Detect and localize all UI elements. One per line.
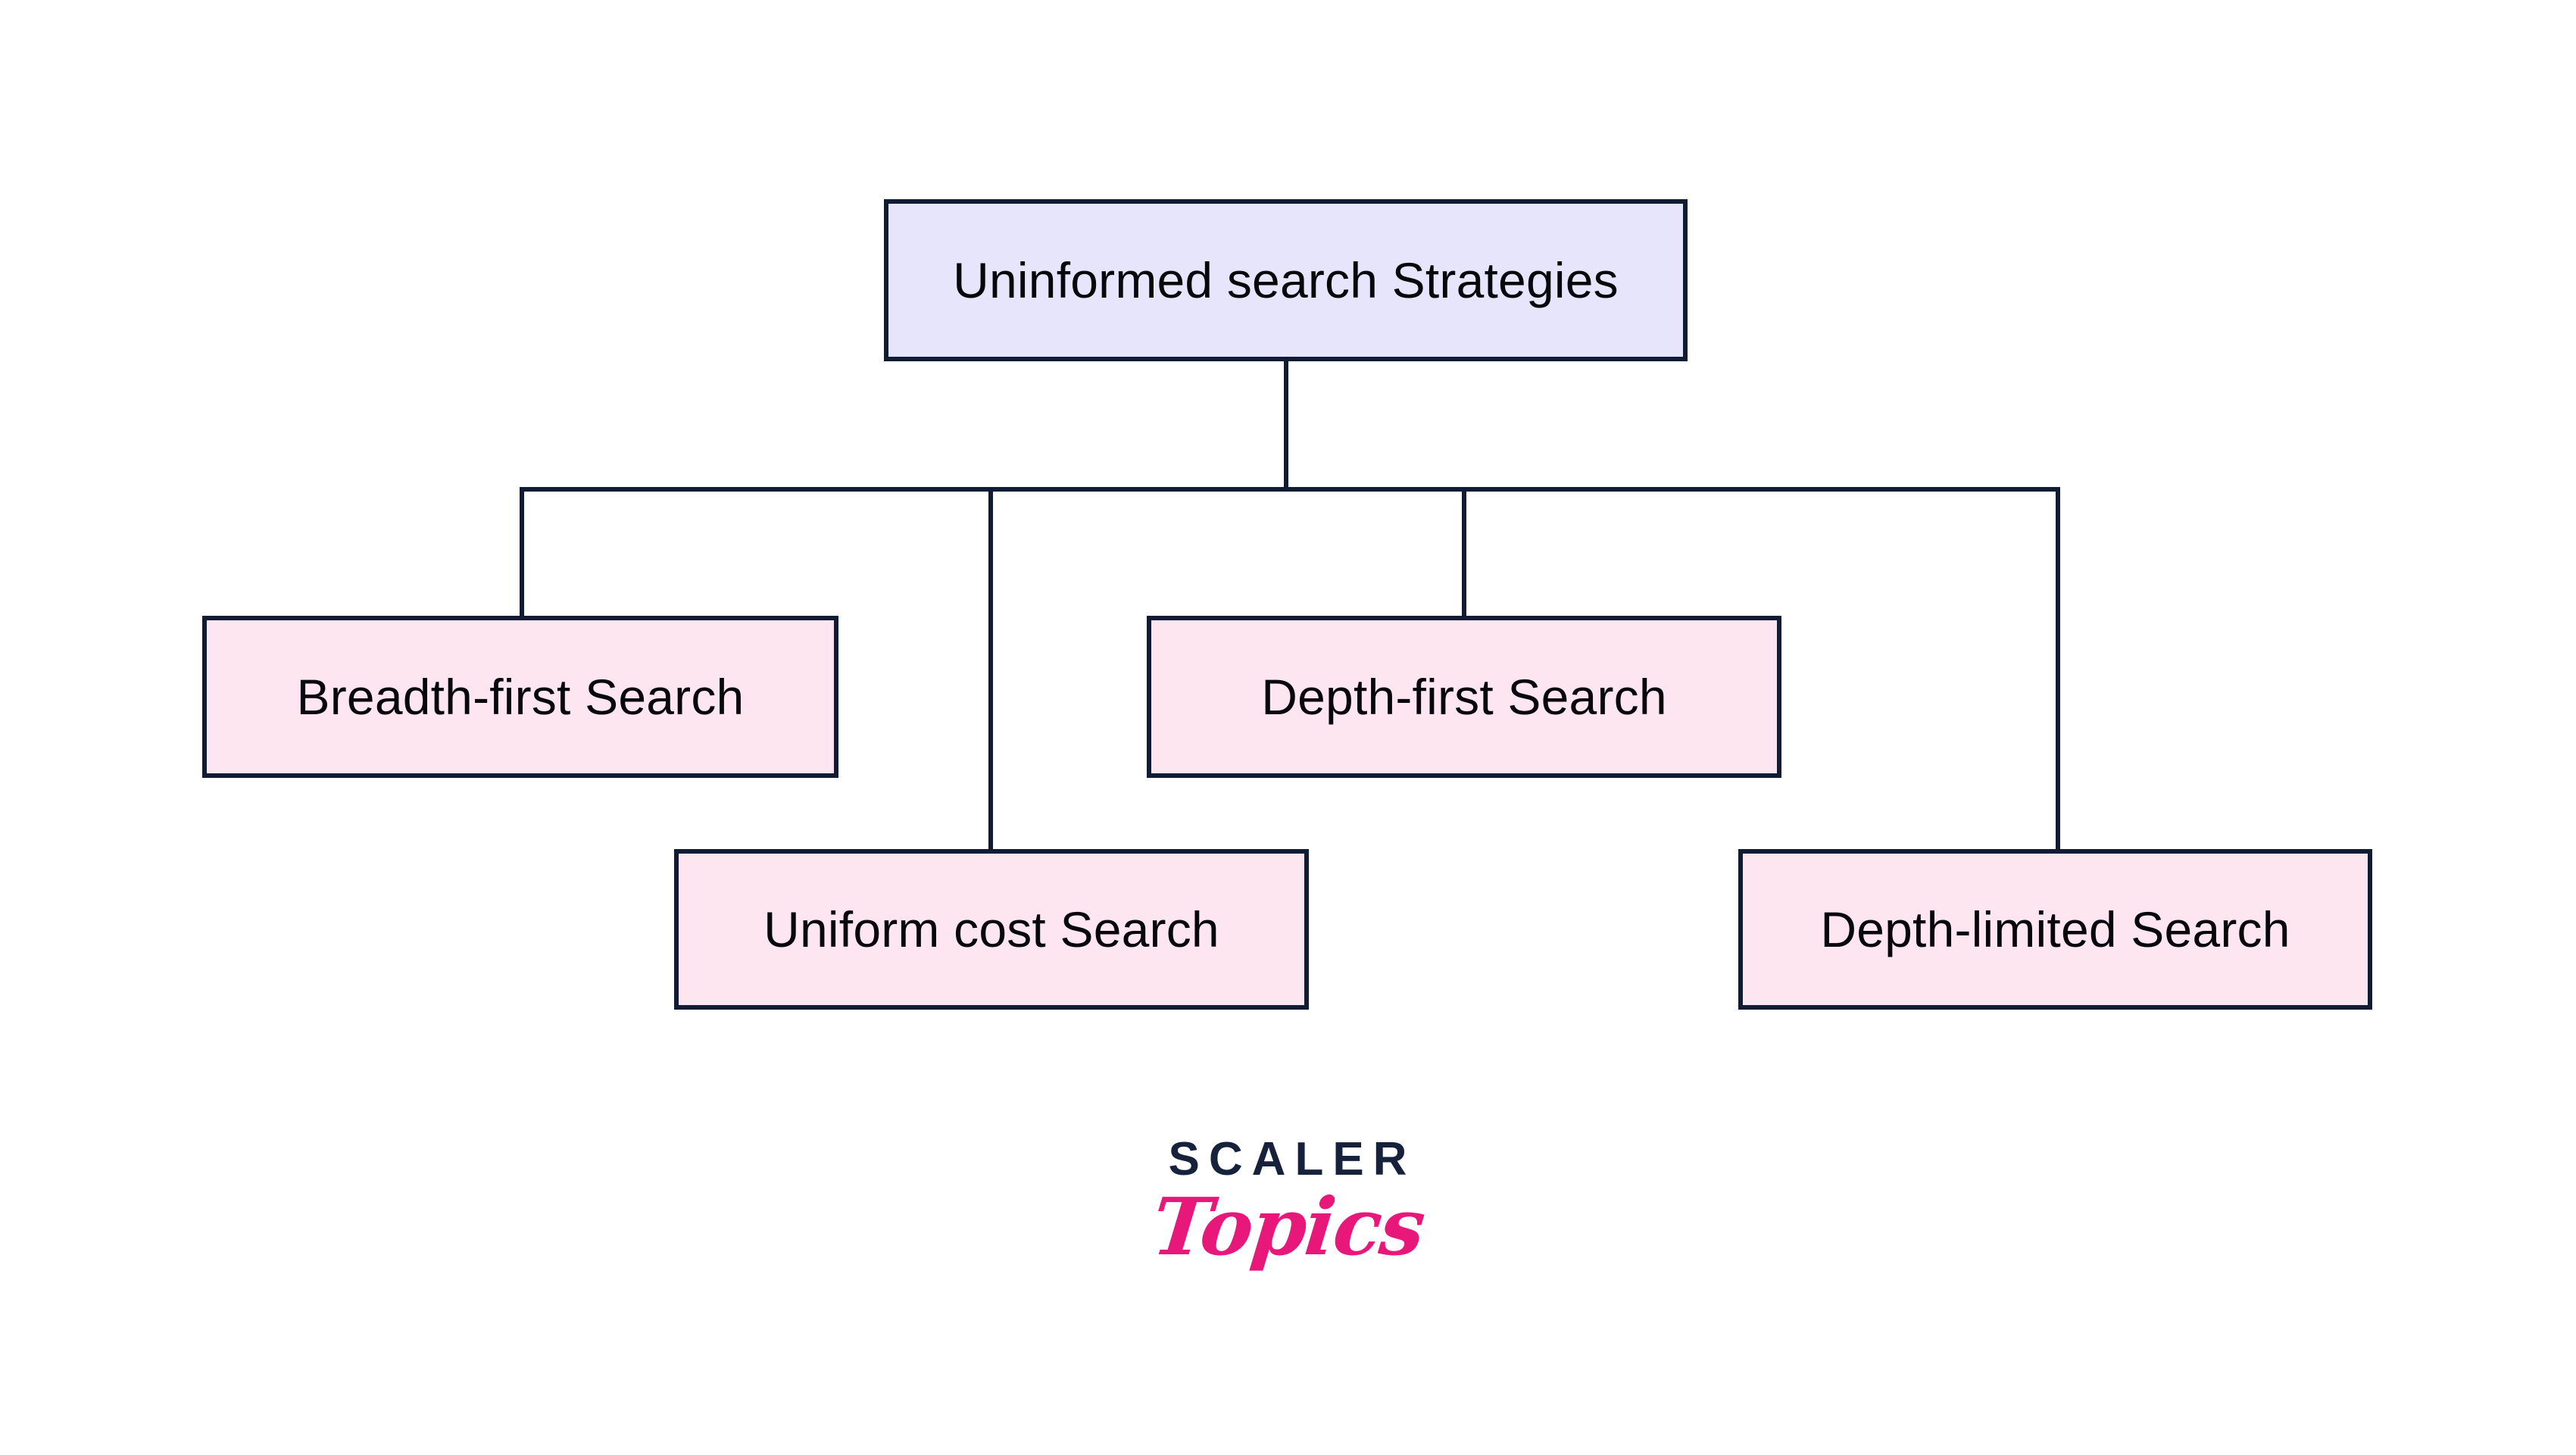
node-label: Depth-first Search bbox=[1261, 668, 1667, 725]
node-root-uninformed-search-strategies: Uninformed search Strategies bbox=[884, 199, 1688, 361]
scaler-topics-logo: SCALER Topics bbox=[1121, 1133, 1454, 1274]
connector-drop-uniform-cost bbox=[988, 487, 993, 852]
logo-product-text: Topics bbox=[1147, 1180, 1428, 1273]
connector-drop-depth-limited bbox=[2056, 487, 2060, 852]
node-uniform-cost-search: Uniform cost Search bbox=[674, 849, 1309, 1010]
node-breadth-first-search: Breadth-first Search bbox=[202, 616, 838, 778]
connector-drop-depth-first bbox=[1462, 487, 1466, 618]
connector-root-stem bbox=[1284, 361, 1288, 492]
node-label: Uninformed search Strategies bbox=[953, 251, 1619, 308]
logo-brand-text: SCALER bbox=[1168, 1133, 1416, 1185]
node-label: Breadth-first Search bbox=[296, 668, 745, 725]
connector-horizontal-bus bbox=[520, 487, 2060, 492]
node-label: Uniform cost Search bbox=[763, 901, 1219, 957]
node-label: Depth-limited Search bbox=[1820, 901, 2290, 957]
connector-drop-breadth-first bbox=[520, 487, 524, 618]
node-depth-first-search: Depth-first Search bbox=[1147, 616, 1781, 778]
node-depth-limited-search: Depth-limited Search bbox=[1738, 849, 2372, 1010]
